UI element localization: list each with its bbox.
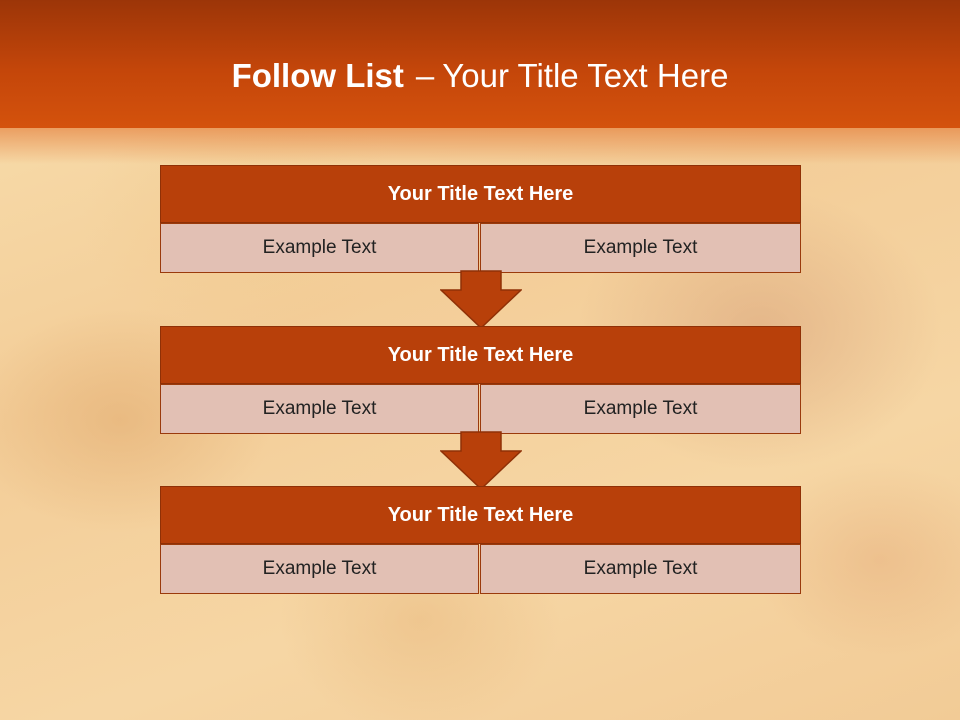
list-block-1: Your Title Text Here Example Text Exampl… <box>160 165 801 273</box>
down-arrow-icon <box>440 270 522 330</box>
page-title-bold: Follow List <box>231 57 404 94</box>
down-arrow-icon <box>440 431 522 491</box>
header-band <box>0 0 960 128</box>
block-cell-left: Example Text <box>160 384 479 434</box>
list-block-3: Your Title Text Here Example Text Exampl… <box>160 486 801 594</box>
list-block-2: Your Title Text Here Example Text Exampl… <box>160 326 801 434</box>
block-cell-right: Example Text <box>480 223 801 273</box>
block-cell-right: Example Text <box>480 544 801 594</box>
block-title: Your Title Text Here <box>160 165 801 223</box>
block-cell-right: Example Text <box>480 384 801 434</box>
block-cell-left: Example Text <box>160 544 479 594</box>
block-cell-left: Example Text <box>160 223 479 273</box>
block-title: Your Title Text Here <box>160 486 801 544</box>
page-title-text: Your Title Text Here <box>442 57 729 94</box>
block-title: Your Title Text Here <box>160 326 801 384</box>
page-title: Follow List–Your Title Text Here <box>0 52 960 100</box>
header-fade <box>0 128 960 164</box>
page-title-separator: – <box>415 57 435 94</box>
